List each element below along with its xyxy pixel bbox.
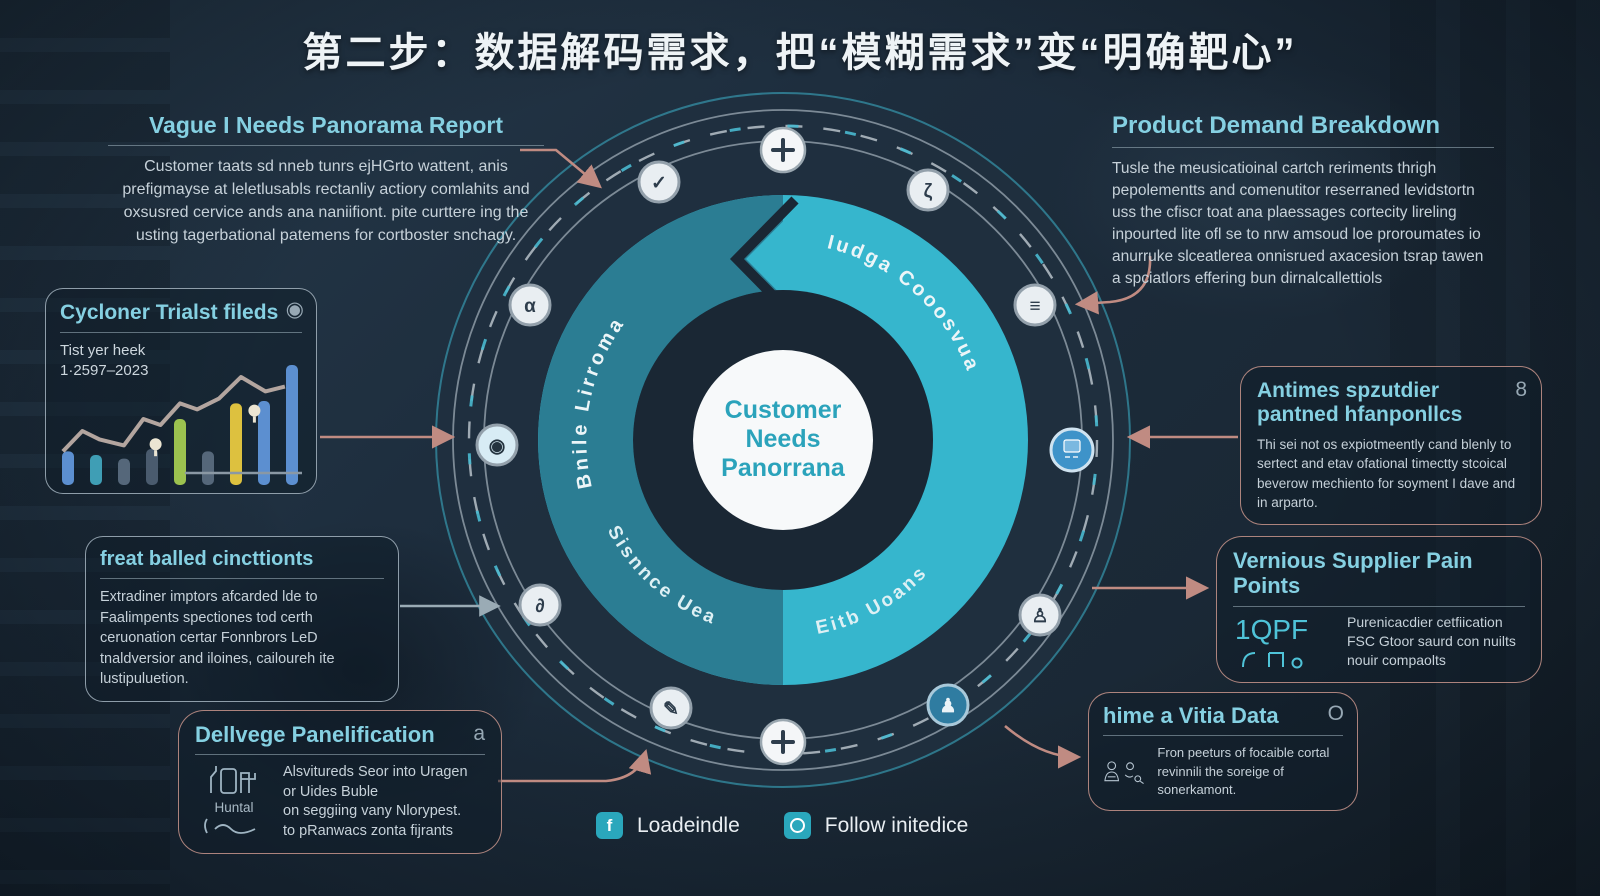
antimes-title-line2: pantned hfanponllcs [1257, 403, 1463, 427]
zero-icon: O [1327, 702, 1344, 725]
connectors [320, 148, 1238, 783]
center-label-line2: Needs [745, 425, 820, 453]
vernious-line-1: Purenicacdier cetfiication [1347, 614, 1503, 631]
callout-antimes: 8 Antimes spzutdier pantned hfanponllcs … [1240, 366, 1542, 525]
dellvege-line-2: or Uides Buble [283, 783, 379, 800]
follow-icon[interactable] [783, 812, 811, 839]
freat-body: Extradiner imptors afcarded lde to Faali… [100, 589, 335, 688]
freat-title: freat balled cincttionts [100, 548, 314, 570]
svg-text:◉: ◉ [489, 436, 506, 457]
vague-needs-body: Customer taats sd nneb tunrs ejHGrto wat… [122, 158, 530, 244]
hime-body: Fron peeturs of focaible cortal revinnil… [1157, 745, 1330, 798]
svg-text:♙: ♙ [1031, 606, 1048, 627]
donut-chevron-arrow [746, 202, 802, 316]
vernious-line-2: FSC Gtoor saurd con nuilts [1347, 633, 1516, 650]
cycloner-subtitle-1: Tist yer heek [60, 342, 146, 360]
facebook-link[interactable]: f Loadeindle [596, 812, 740, 839]
hime-title: hime a Vitia Data [1103, 703, 1279, 728]
floppy-disk-node-icon [1049, 427, 1095, 473]
people-icons [1104, 761, 1144, 784]
center-label-line1: Customer [725, 396, 842, 424]
antimes-title-line1: Antimes spzutdier [1257, 379, 1440, 402]
facebook-label: Loadeindle [637, 813, 740, 837]
dellvege-title: Dellvege Panelification [195, 722, 435, 747]
connector-hime [1004, 725, 1082, 769]
alpha-node-icon: α [508, 283, 552, 327]
ring-nodes-layer: ✓ ζ ≡ ♙ ♟ ✎ ∂ ◉ α [475, 126, 1095, 766]
callout-freat: freat balled cincttionts Extradiner impt… [85, 536, 399, 702]
plus-top-icon [759, 126, 807, 174]
callout-vague-needs: Vague I Needs Panorama Report Customer t… [108, 112, 544, 247]
pencil-node-icon: ✎ [649, 686, 693, 730]
curve-node-icon: ∂ [518, 583, 562, 627]
cycloner-title: Cycloner Trialst fileds [60, 301, 279, 324]
globe-icon: ◉ [285, 298, 304, 321]
connector-dellvege [498, 749, 652, 783]
check-node-icon: ✓ [637, 160, 681, 204]
callout-vernious: Vernious Supplier Pain Points 1QPF Puren… [1216, 536, 1542, 683]
connector-vague [520, 148, 602, 189]
center-circle [693, 350, 873, 530]
svg-text:✎: ✎ [663, 699, 679, 720]
dellvege-line-4: to pRanwacs zonta fijrants [283, 822, 454, 839]
center-label-line3: Panorrana [721, 454, 846, 482]
callout-dellvege: a Dellvege Panelification Huntal Alsvitu… [178, 710, 502, 854]
bottle-icons: Huntal [195, 763, 273, 841]
divider [100, 578, 384, 579]
product-demand-title: Product Demand Breakdown [1112, 112, 1441, 139]
callout-cycloner-chart: ◉ Cycloner Trialst fileds Tist yer heek … [45, 288, 317, 494]
list-node-icon: ≡ [1013, 283, 1057, 327]
dellvege-line-3: on seggiing vany Nlorypest. [283, 803, 462, 820]
facebook-icon[interactable]: f [596, 812, 623, 839]
vague-needs-title: Vague I Needs Panorama Report [148, 112, 504, 138]
person-dark-node-icon: ♟ [926, 683, 970, 727]
dellvege-line-1: Alsvitureds Seor into Uragen [283, 764, 468, 781]
figure-eight-icon: 8 [1515, 378, 1527, 401]
divider [1112, 146, 1494, 148]
callout-product-demand: Product Demand Breakdown Tusle the meusi… [1112, 112, 1494, 290]
vernious-title: Vernious Supplier Pain Points [1233, 548, 1473, 599]
person-node-icon: ♙ [1018, 593, 1062, 637]
cycloner-subtitle-2: 1·2597–2023 [60, 361, 149, 379]
svg-text:α: α [524, 296, 536, 317]
divider [1233, 605, 1525, 607]
product-demand-body: Tusle the meusicatioinal cartch reriment… [1112, 159, 1484, 287]
plus-bottom-icon [759, 718, 807, 766]
page-title: 第二步：数据解码需求，把“模糊需求”变“明确靶心” [302, 31, 1298, 75]
svg-text:1QPF: 1QPF [1235, 614, 1308, 645]
clock-node-icon: ◉ [475, 423, 519, 467]
wave-icon [204, 818, 256, 835]
footer-social-row: f Loadeindle Follow initedice [596, 812, 968, 839]
callout-hime: O hime a Vitia Data Fron peeturs of foca… [1088, 692, 1358, 811]
certification-line-art-icon: 1QPF [1235, 614, 1308, 669]
svg-text:∂: ∂ [535, 596, 544, 617]
divider [1103, 735, 1343, 737]
bottle-icon [210, 766, 256, 795]
antimes-body: Thi sei not os expiotmeently cand blenly… [1257, 437, 1516, 510]
donut-dark-half [538, 195, 783, 685]
svg-text:≡: ≡ [1029, 296, 1040, 317]
svg-text:♟: ♟ [939, 696, 956, 717]
mini-bar-chart [61, 365, 302, 485]
squiggle-node-icon: ζ [906, 168, 950, 212]
svg-text:ζ: ζ [924, 181, 933, 202]
dellvege-icon-label: Huntal [214, 800, 254, 816]
connector-product [1074, 255, 1152, 315]
divider [60, 332, 302, 334]
vernious-line-3: nouir compaolts [1347, 652, 1446, 669]
divider [195, 754, 485, 756]
follow-label: Follow initedice [824, 813, 969, 837]
letter-a-icon: a [473, 722, 485, 745]
follow-link[interactable]: Follow initedice [783, 812, 969, 839]
track-dashes-white [467, 124, 1099, 756]
divider [108, 145, 544, 147]
svg-text:✓: ✓ [651, 173, 667, 194]
